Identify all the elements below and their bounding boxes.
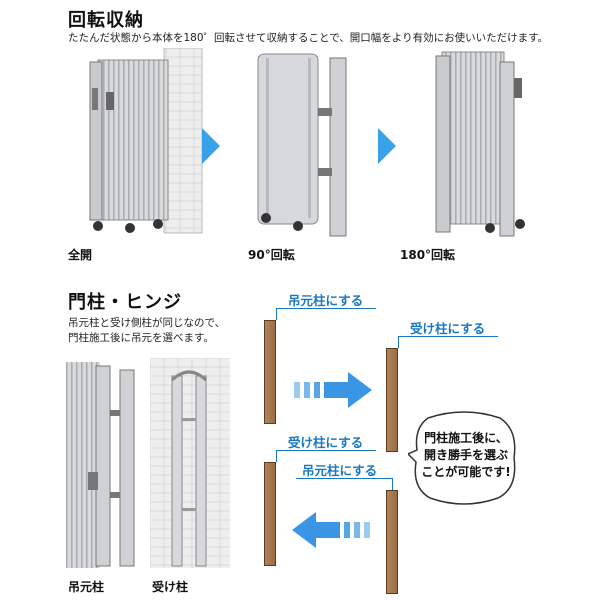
description-line: 門柱施工後に吊元を選べます。	[68, 332, 214, 344]
arrow-right-1-icon	[200, 128, 220, 164]
arrow-right-2-icon	[376, 128, 396, 164]
label-leader	[398, 336, 399, 348]
label-underline	[398, 336, 498, 337]
label-underline	[296, 478, 392, 479]
label-leader	[392, 478, 393, 490]
post-bottom-right	[386, 490, 398, 594]
photo-fully-open	[68, 48, 208, 238]
bubble-line: 門柱施工後に、	[424, 431, 508, 445]
post-top-left	[264, 320, 276, 424]
caption-receiving-post: 受け柱	[152, 580, 189, 594]
caption-hanging-post: 吊元柱	[68, 580, 105, 594]
post-bottom-left	[264, 462, 276, 566]
label-leader	[276, 308, 277, 320]
section-description-rotation: たたんだ状態から本体を180゜回転させて収納することで、開口幅をより有効にお使い…	[68, 32, 549, 44]
section-description-post-hinge: 吊元柱と受け側柱が同じなので、 門柱施工後に吊元を選べます。	[68, 316, 225, 346]
caption-180-rotation: 180°回転	[400, 248, 456, 262]
label-top-right-receiving: 受け柱にする	[410, 321, 486, 336]
caption-fully-open: 全開	[68, 248, 93, 262]
label-leader	[276, 450, 277, 462]
arrow-right-diagram-icon	[294, 372, 374, 408]
label-top-left-hanging: 吊元柱にする	[288, 293, 364, 308]
caption-90-rotation: 90°回転	[248, 248, 295, 262]
speech-bubble: 門柱施工後に、 開き勝手を選ぶ ことが可能です!	[408, 410, 520, 506]
bubble-line: 開き勝手を選ぶ	[423, 448, 508, 462]
bubble-text: 門柱施工後に、 開き勝手を選ぶ ことが可能です!	[416, 430, 516, 481]
photo-receiving-post	[150, 358, 230, 568]
photo-180-rotation	[430, 48, 530, 238]
photo-90-rotation	[248, 48, 358, 238]
label-underline	[276, 450, 376, 451]
label-underline	[276, 308, 376, 309]
section-title-post-hinge: 門柱・ヒンジ	[68, 292, 182, 313]
section-title-rotation: 回転収納	[68, 10, 144, 31]
label-bottom-left-receiving: 受け柱にする	[288, 435, 364, 450]
description-line: 吊元柱と受け側柱が同じなので、	[68, 317, 226, 329]
photo-hanging-post	[66, 362, 144, 568]
label-bottom-right-hanging: 吊元柱にする	[302, 463, 378, 478]
arrow-left-diagram-icon	[292, 512, 372, 548]
post-top-right	[386, 348, 398, 452]
bubble-line: ことが可能です!	[421, 465, 511, 479]
